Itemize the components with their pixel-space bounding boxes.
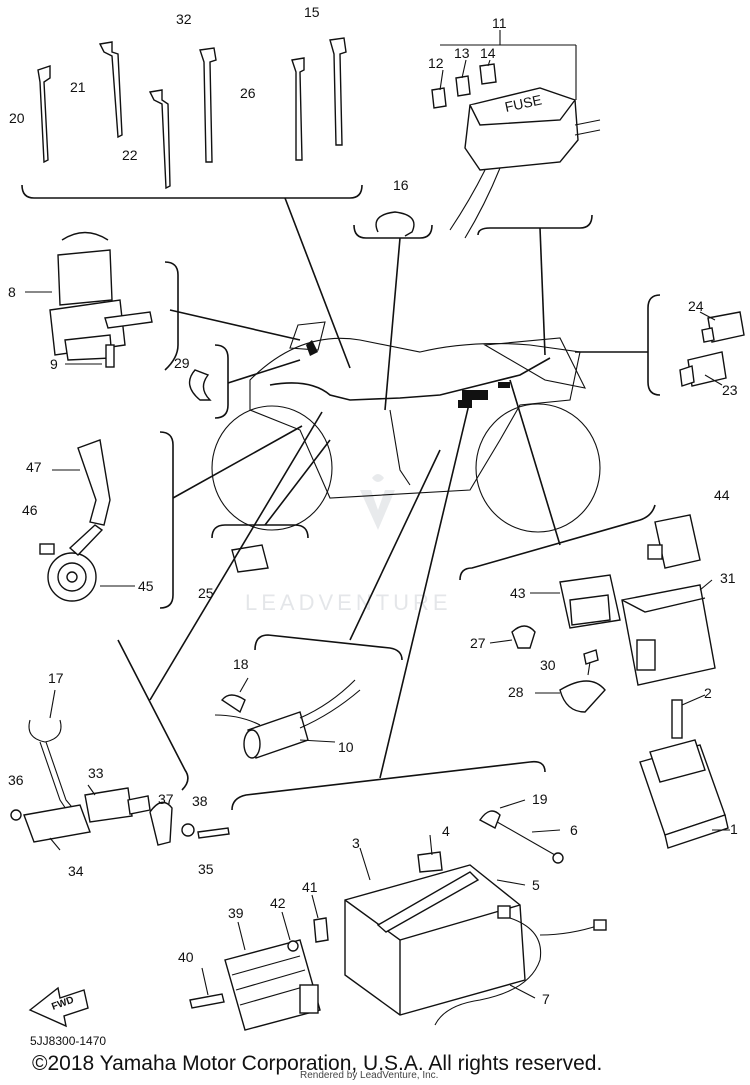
callout-46: 46 (22, 502, 38, 518)
relay-parts (511, 514, 716, 713)
callout-20: 20 (9, 110, 25, 126)
clip-25 (231, 544, 269, 573)
callout-3: 3 (352, 835, 360, 851)
copyright-notice: ©2018 Yamaha Motor Corporation, U.S.A. A… (32, 1052, 603, 1075)
starter-relay (639, 699, 729, 849)
callout-31: 31 (720, 570, 736, 586)
diagram-code: 5JJ8300-1470 (30, 1034, 107, 1048)
callout-43: 43 (510, 585, 526, 601)
clip-16 (375, 211, 415, 237)
callout-7: 7 (542, 991, 550, 1007)
callout-44: 44 (714, 487, 730, 503)
motorcycle-outline (211, 321, 601, 533)
main-switch (49, 231, 153, 368)
callout-23: 23 (722, 382, 738, 398)
bracket-battery (231, 760, 546, 811)
callout-27: 27 (470, 635, 486, 651)
bracket-main-switch (164, 261, 179, 371)
callout-47: 47 (26, 459, 42, 475)
fuse-label: FUSE (503, 92, 543, 115)
horn (39, 439, 111, 602)
callout-35: 35 (198, 861, 214, 877)
callout-1: 1 (730, 821, 738, 837)
callout-17: 17 (48, 670, 64, 686)
callout-41: 41 (302, 879, 318, 895)
callout-13: 13 (454, 45, 470, 61)
callout-37: 37 (158, 791, 174, 807)
callout-34: 34 (68, 863, 84, 879)
sidestand-switch (10, 719, 230, 846)
callout-24: 24 (688, 298, 704, 314)
bracket-clip (353, 224, 433, 239)
callout-5: 5 (532, 877, 540, 893)
callout-15: 15 (304, 4, 320, 20)
callout-21: 21 (70, 79, 86, 95)
clamps-23-24 (679, 311, 745, 387)
callout-45: 45 (138, 578, 154, 594)
clip-29 (188, 369, 212, 401)
watermark-logo: LEADVENTURE (245, 474, 452, 615)
callout-30: 30 (540, 657, 556, 673)
cable-ties (37, 37, 347, 190)
callout-12: 12 (428, 55, 444, 71)
callout-labels: 1 2 3 4 5 6 7 8 9 10 11 12 13 14 15 16 1… (8, 4, 738, 1007)
callout-33: 33 (88, 765, 104, 781)
callout-8: 8 (8, 284, 16, 300)
callout-32: 32 (176, 11, 192, 27)
bracket-fusebox (477, 214, 593, 236)
bracket-sensor (254, 634, 403, 661)
bracket-sidestand (117, 639, 189, 791)
bracket-ties (21, 184, 363, 199)
callout-29: 29 (174, 355, 190, 371)
callout-18: 18 (233, 656, 249, 672)
callout-19: 19 (532, 791, 548, 807)
callout-9: 9 (50, 356, 58, 372)
callout-40: 40 (178, 949, 194, 965)
callout-6: 6 (570, 822, 578, 838)
bracket-horn (159, 431, 174, 609)
callout-2: 2 (704, 685, 712, 701)
callout-26: 26 (240, 85, 256, 101)
callout-42: 42 (270, 895, 286, 911)
callout-11: 11 (492, 15, 507, 31)
callout-22: 22 (122, 147, 138, 163)
callout-28: 28 (508, 684, 524, 700)
rendered-by-note: Rendered by LeadVenture, Inc. (300, 1070, 439, 1081)
fuse-box: FUSE (431, 63, 601, 239)
fwd-arrow: FWD (28, 986, 89, 1028)
callout-36: 36 (8, 772, 24, 788)
battery (344, 810, 607, 1026)
callout-39: 39 (228, 905, 244, 921)
callout-4: 4 (442, 823, 450, 839)
bracket-relays (459, 504, 656, 581)
callout-38: 38 (192, 793, 208, 809)
callout-16: 16 (393, 177, 409, 193)
watermark-text: LEADVENTURE (245, 590, 452, 615)
callout-25: 25 (198, 585, 214, 601)
rectifier-regulator (189, 917, 329, 1031)
callout-14: 14 (480, 45, 496, 61)
callout-10: 10 (338, 739, 354, 755)
